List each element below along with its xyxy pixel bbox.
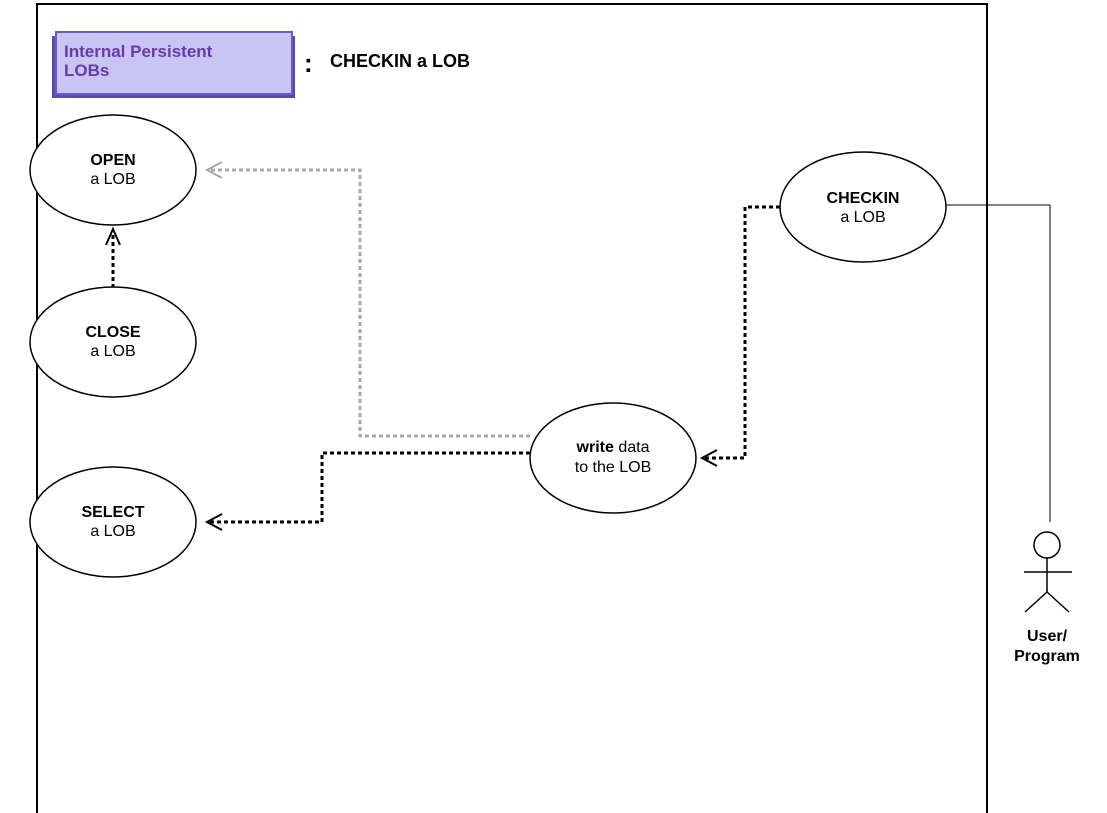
use-case-write-object: data — [614, 439, 650, 456]
stick-figure-icon — [1024, 531, 1072, 613]
arrowhead-write — [699, 449, 718, 467]
use-case-select[interactable]: SELECT a LOB — [29, 466, 197, 578]
actor-label-line2: Program — [1014, 648, 1080, 665]
use-case-write-line1: write data — [576, 439, 650, 456]
connector-write-to-open — [210, 168, 530, 438]
use-case-open[interactable]: OPEN a LOB — [29, 114, 197, 226]
diagram-frame — [36, 3, 988, 813]
use-case-select-object: a LOB — [90, 523, 135, 540]
use-case-write-line2: to the LOB — [575, 459, 652, 476]
actor-user-program[interactable]: User/ Program — [1014, 531, 1080, 665]
arrowhead-select — [204, 513, 223, 531]
use-case-checkin[interactable]: CHECKIN a LOB — [779, 151, 947, 263]
category-box: Internal Persistent LOBs — [52, 31, 295, 98]
arrowhead-open — [204, 161, 223, 179]
use-case-close[interactable]: CLOSE a LOB — [29, 286, 197, 398]
use-case-write-verb: write — [576, 439, 614, 456]
use-case-close-object: a LOB — [90, 343, 135, 360]
connector-checkin-to-write — [705, 205, 780, 460]
use-case-checkin-object: a LOB — [840, 209, 885, 226]
use-case-close-verb: CLOSE — [85, 324, 140, 341]
arrowhead-open-from-close — [105, 226, 121, 246]
connector-actor-to-checkin — [946, 204, 1051, 522]
diagram-title: CHECKIN a LOB — [330, 51, 470, 71]
use-case-open-object: a LOB — [90, 171, 135, 188]
category-line2: LOBs — [64, 61, 109, 80]
use-case-select-verb: SELECT — [81, 504, 144, 521]
category-line1: Internal Persistent — [64, 42, 213, 61]
use-case-write[interactable]: write data to the LOB — [529, 402, 697, 514]
title-separator: : — [304, 48, 313, 78]
use-case-checkin-verb: CHECKIN — [827, 190, 900, 207]
use-case-open-verb: OPEN — [90, 152, 135, 169]
connector-write-to-select — [210, 451, 530, 524]
actor-label-line1: User/ — [1027, 628, 1068, 645]
